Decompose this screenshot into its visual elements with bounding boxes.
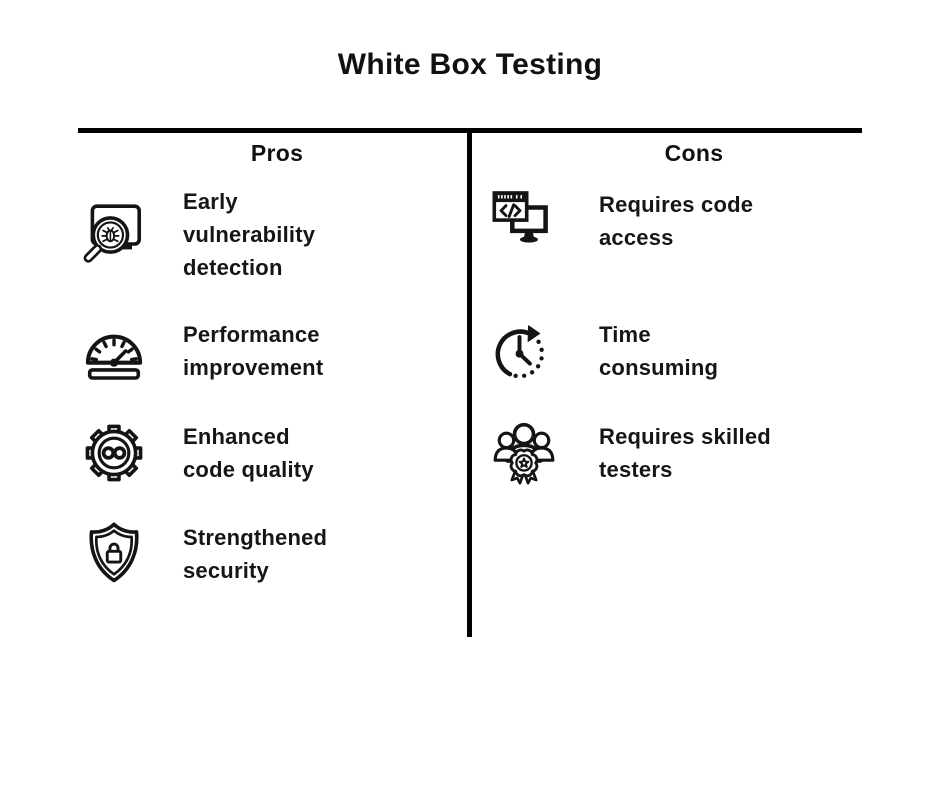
cons-column-header: Cons <box>664 140 724 166</box>
speedometer-icon <box>78 315 150 387</box>
gear-infinity-icon <box>78 417 150 489</box>
vertical-divider <box>467 128 472 637</box>
item-label: Performance improvement <box>183 322 324 380</box>
item-label: Strengthened security <box>183 525 328 583</box>
bug-scan-monitor-icon <box>78 199 150 271</box>
item-label: Enhanced code quality <box>183 424 314 482</box>
pros-column-header: Pros <box>250 140 304 166</box>
item-label: Requires code access <box>599 192 754 250</box>
list-item: Strengthened security <box>78 518 467 590</box>
list-item: Performance improvement <box>78 315 467 387</box>
pros-column: Early vulnerability detection Performanc… <box>78 185 467 590</box>
item-label: Time consuming <box>599 322 719 380</box>
item-label: Early vulnerability detection <box>183 189 316 280</box>
page-title: White Box Testing <box>337 48 603 81</box>
code-window-monitor-icon <box>488 185 560 257</box>
list-item: Enhanced code quality <box>78 417 467 489</box>
list-item: Requires code access <box>472 185 892 257</box>
list-item: Requires skilled testers <box>472 417 892 489</box>
skilled-team-badge-icon <box>488 417 560 489</box>
shield-lock-icon <box>78 518 150 590</box>
list-item: Early vulnerability detection <box>78 185 467 284</box>
clock-time-icon <box>488 315 560 387</box>
cons-column: Requires code access <box>472 185 892 489</box>
list-item: Time consuming <box>472 315 892 387</box>
item-label: Requires skilled testers <box>599 424 771 482</box>
